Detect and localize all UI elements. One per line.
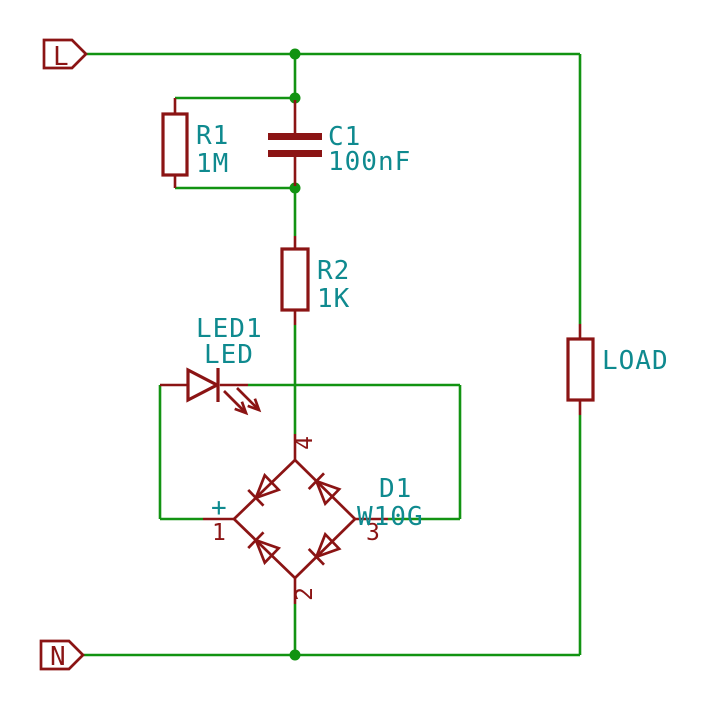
d1-pin1-number: 1	[212, 520, 226, 546]
d1-diamond	[233, 459, 356, 579]
resistor-load[interactable]: LOAD	[566, 324, 669, 415]
load-body	[566, 337, 595, 402]
global-label-line[interactable]: L	[42, 38, 88, 72]
global-label-neutral[interactable]: N	[39, 639, 85, 672]
d1-edge	[233, 459, 296, 520]
r2-value: 1K	[317, 284, 350, 314]
d1-edge	[233, 518, 296, 579]
led1-reference: LED1	[196, 314, 263, 344]
c1-plate-bottom	[268, 150, 322, 157]
led1-emission-arrows	[223, 387, 262, 416]
led-arrow-head	[247, 398, 262, 413]
resistor-r1[interactable]: R1 1M	[161, 98, 229, 188]
wires[interactable]	[83, 52, 582, 657]
c1-reference: C1	[328, 122, 361, 152]
capacitor-c1[interactable]: C1 100nF	[268, 100, 411, 186]
r2-body	[280, 247, 310, 312]
diode-cathode-bar	[247, 488, 265, 507]
junction-dot	[289, 649, 301, 661]
diode-cathode-bar	[307, 547, 325, 566]
label-flag-outline	[39, 639, 85, 671]
diode-triangle	[314, 478, 342, 507]
led-arrow-shaft	[236, 387, 258, 409]
c1-value: 100nF	[328, 147, 411, 177]
r1-body	[161, 112, 189, 177]
d1-value: W10G	[357, 502, 424, 532]
led-arrow-head	[234, 401, 249, 416]
diode-cathode-bar	[247, 531, 265, 550]
load-reference: LOAD	[602, 346, 669, 376]
label-neutral-text: N	[50, 642, 66, 672]
d1-pin4-number: 4	[292, 436, 318, 450]
diode-triangle	[253, 537, 282, 566]
r2-reference: R2	[317, 256, 350, 286]
c1-plate-top	[268, 133, 322, 140]
diode-cathode-bar	[307, 472, 325, 491]
d1-reference: D1	[379, 474, 412, 504]
d1-diode-bottom-left	[247, 531, 282, 566]
d1-pin2-number: 2	[292, 587, 318, 601]
r1-value: 1M	[196, 149, 229, 179]
led-led1[interactable]: LED1 LED	[160, 314, 263, 416]
resistor-r2[interactable]: R2 1K	[280, 236, 350, 325]
r1-reference: R1	[196, 121, 229, 151]
junction-dot	[289, 182, 301, 194]
d1-edge	[294, 459, 356, 520]
label-flag-outline	[42, 38, 88, 70]
d1-diode-top-left	[247, 472, 282, 507]
d1-pin3-number: 3	[366, 520, 380, 546]
led1-triangle	[186, 367, 221, 403]
label-line-text: L	[53, 42, 69, 72]
d1-edge	[294, 518, 356, 579]
junctions	[289, 48, 301, 661]
diode-triangle	[253, 472, 282, 501]
diode-triangle	[314, 531, 342, 560]
bridge-rectifier-d1[interactable]: + 1 3 4 2 D1 W10G	[203, 434, 424, 604]
led-arrow-shaft	[223, 390, 245, 412]
d1-diode-bottom-right	[307, 531, 342, 566]
led1-value: LED	[204, 340, 254, 370]
junction-dot	[289, 92, 301, 104]
junction-dot	[289, 48, 301, 60]
d1-diode-top-right	[307, 472, 342, 507]
d1-plus-mark: +	[211, 493, 228, 523]
